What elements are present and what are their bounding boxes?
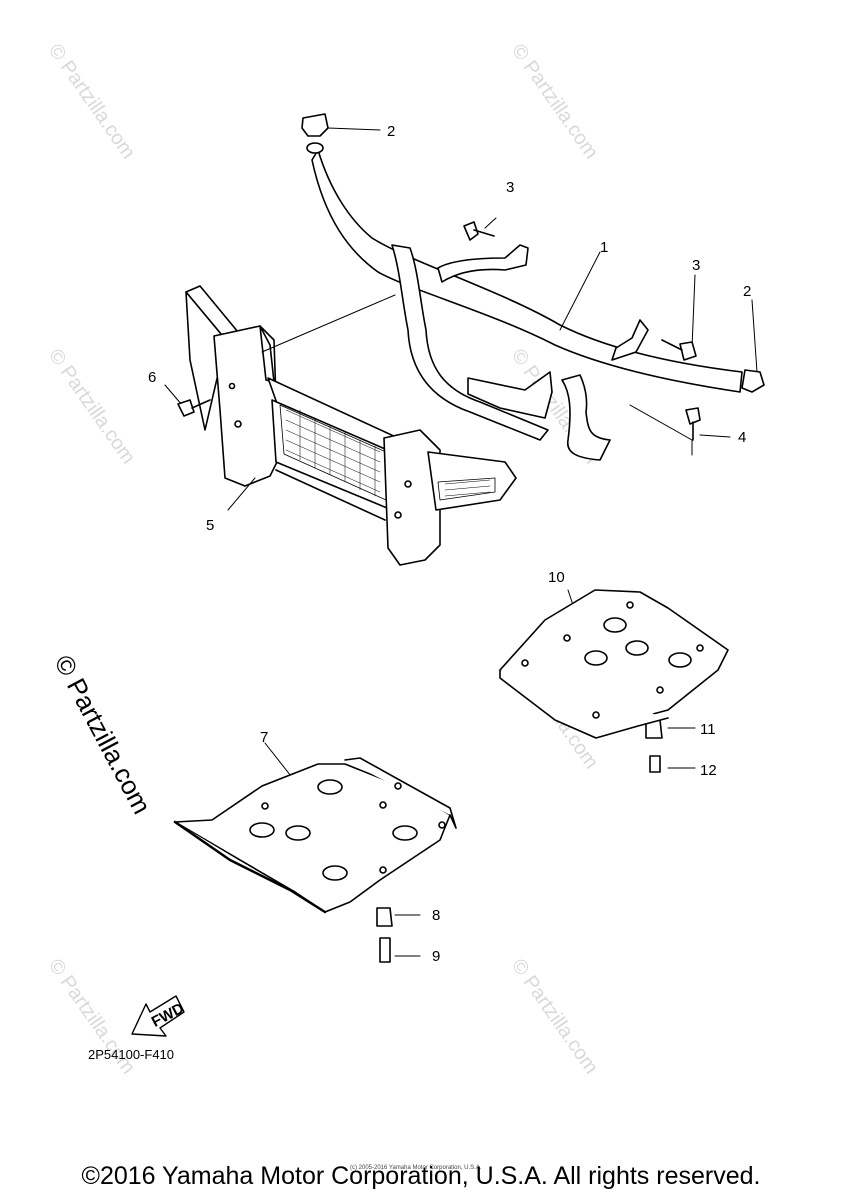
callout-4: 4 (738, 429, 746, 446)
cap-2-top (301, 113, 329, 137)
bolt-3-left (463, 221, 479, 241)
callout-5: 5 (206, 517, 214, 534)
skid-plate-front (173, 757, 457, 914)
bumper-guard (185, 285, 517, 566)
guard-hole (404, 480, 412, 488)
callout-9: 9 (432, 948, 440, 965)
guard-hole (394, 511, 402, 519)
bolt-6 (177, 399, 195, 417)
bolt-4 (685, 407, 701, 425)
callout-6: 6 (148, 369, 156, 386)
grommet-8 (376, 907, 393, 927)
footer-copyright: ©2016 Yamaha Motor Corporation, U.S.A. A… (81, 1162, 761, 1190)
bolt-9 (379, 937, 391, 963)
skid-plate-rear (499, 589, 729, 739)
callout-10: 10 (548, 569, 565, 586)
callout-11: 11 (700, 721, 716, 738)
small-copyright: (c) 2005-2016 Yamaha Motor Corporation, … (350, 1165, 482, 1171)
bolt-12 (649, 755, 661, 773)
bolt-3-right (679, 341, 697, 361)
callout-7: 7 (260, 729, 268, 746)
guard-mesh (285, 409, 491, 497)
callout-3-left: 3 (506, 179, 514, 196)
callout-8: 8 (432, 907, 440, 924)
callout-2-right: 2 (743, 283, 751, 300)
fwd-arrow: FWD (131, 995, 187, 1037)
callout-12: 12 (700, 762, 717, 779)
guard-hole (228, 382, 236, 390)
callout-3-right: 3 (692, 257, 700, 274)
tube-end (306, 142, 324, 154)
fasteners (177, 113, 765, 963)
guard-hole (234, 420, 242, 428)
bumper-tube (306, 142, 743, 461)
diagram-code: 2P54100-F410 (88, 1047, 175, 1062)
callout-1: 1 (600, 239, 608, 256)
cap-2-right (741, 369, 765, 393)
callout-2-top: 2 (387, 123, 395, 140)
callout-numbers: 1 2 2 3 3 4 5 6 7 8 9 10 11 12 (148, 123, 751, 965)
